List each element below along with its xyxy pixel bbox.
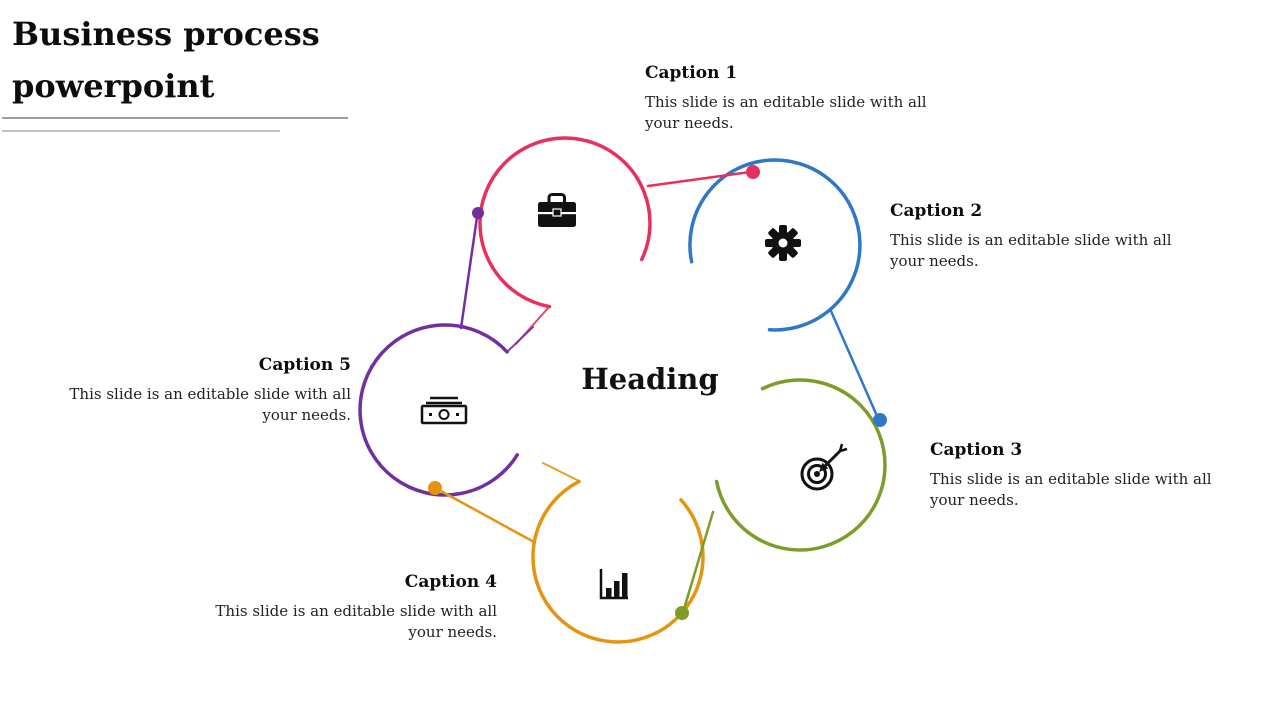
caption-5-body: This slide is an editable slide with all… bbox=[69, 385, 351, 424]
title-underline-primary bbox=[2, 117, 348, 119]
caption-4-title: Caption 4 bbox=[404, 572, 497, 592]
caption-5-title: Caption 5 bbox=[258, 355, 351, 375]
caption-2-title: Caption 2 bbox=[890, 201, 983, 221]
petal-dot-caption2 bbox=[873, 413, 887, 427]
caption-4: Caption 4 This slide is an editable slid… bbox=[207, 572, 497, 643]
caption-1: Caption 1 This slide is an editable slid… bbox=[645, 63, 935, 134]
petal-arc-caption3 bbox=[714, 378, 887, 552]
petal-tail-caption2 bbox=[829, 309, 879, 418]
diagram-heading: Heading bbox=[581, 362, 719, 396]
caption-4-body: This slide is an editable slide with all… bbox=[215, 602, 497, 641]
petal-tail-caption3 bbox=[682, 510, 715, 611]
petal-arc-caption5 bbox=[358, 323, 519, 497]
slide-title: Business process powerpoint bbox=[12, 15, 320, 105]
money-icon bbox=[420, 396, 468, 425]
title-underline-secondary bbox=[2, 130, 280, 132]
caption-1-body: This slide is an editable slide with all… bbox=[645, 93, 927, 132]
briefcase-icon bbox=[538, 193, 576, 227]
petal-arc-caption1 bbox=[478, 136, 652, 309]
petal-tail-caption4 bbox=[437, 488, 536, 544]
petal-dot-caption1 bbox=[746, 165, 760, 179]
caption-2-body: This slide is an editable slide with all… bbox=[890, 231, 1172, 270]
caption-1-title: Caption 1 bbox=[645, 63, 738, 83]
petal-tail-caption5 bbox=[459, 215, 479, 330]
petal-dot-caption3 bbox=[675, 606, 689, 620]
caption-5: Caption 5 This slide is an editable slid… bbox=[61, 355, 351, 426]
target-icon bbox=[800, 443, 848, 491]
caption-3-body: This slide is an editable slide with all… bbox=[930, 470, 1212, 509]
caption-3-title: Caption 3 bbox=[930, 440, 1023, 460]
bar-chart-icon bbox=[599, 569, 628, 600]
caption-2: Caption 2 This slide is an editable slid… bbox=[890, 201, 1180, 272]
caption-3: Caption 3 This slide is an editable slid… bbox=[930, 440, 1220, 511]
petal-streak-caption5 bbox=[506, 326, 534, 353]
gear-icon bbox=[765, 225, 801, 261]
petal-dot-caption4 bbox=[428, 481, 442, 495]
petal-dot-caption5 bbox=[472, 207, 484, 219]
petal-streak-caption4 bbox=[542, 462, 580, 482]
petal-tail-caption1 bbox=[646, 170, 752, 188]
petal-arc-caption4 bbox=[531, 479, 705, 644]
petal-arc-caption2 bbox=[688, 158, 862, 332]
